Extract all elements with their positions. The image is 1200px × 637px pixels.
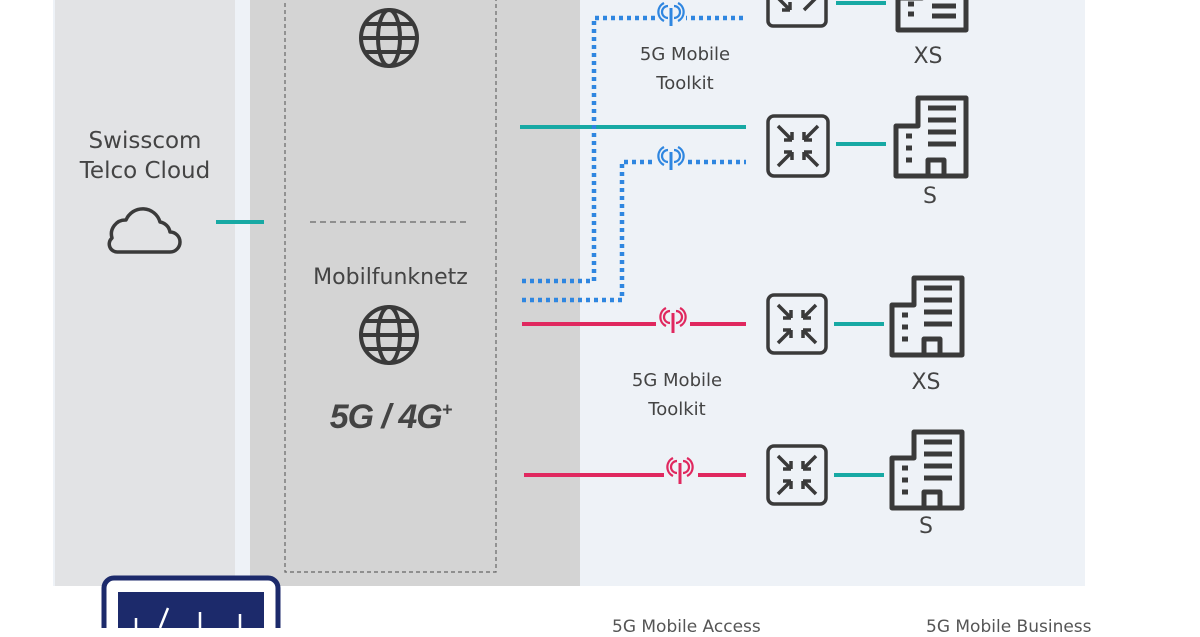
tech-label-suffix: + xyxy=(441,399,452,420)
site-size-label: XS xyxy=(913,44,943,69)
toolkit-label: 5G Mobile Toolkit xyxy=(592,366,762,424)
network-dashed-box xyxy=(284,0,497,573)
router-icon xyxy=(766,293,828,355)
building-icon xyxy=(889,275,965,358)
tech-label: 5G / 4G+ xyxy=(285,398,496,437)
router-icon xyxy=(766,444,828,506)
router-icon xyxy=(766,0,828,28)
network-panel xyxy=(250,0,580,586)
cloud-panel xyxy=(55,0,235,586)
globe-icon xyxy=(359,8,419,68)
toolkit-label-line2: Toolkit xyxy=(656,73,714,94)
cloud-title: Swisscom Telco Cloud xyxy=(55,126,235,186)
antenna-icon xyxy=(656,146,686,170)
building-icon xyxy=(889,429,965,511)
antenna-icon xyxy=(656,307,690,336)
toolkit-label-line1: 5G Mobile xyxy=(639,44,731,65)
antenna-icon xyxy=(664,457,698,486)
toolkit-label: 5G Mobile Toolkit xyxy=(600,40,770,98)
cloud-title-line1: Swisscom xyxy=(88,128,202,154)
site-size-label: S xyxy=(919,514,933,539)
router-icon xyxy=(766,114,830,178)
cloud-icon xyxy=(107,207,182,254)
antenna-icon xyxy=(656,2,686,26)
tech-label-text: 5G / 4G xyxy=(329,398,443,436)
toolkit-label-line2: Toolkit xyxy=(648,399,706,420)
cloud-title-line2: Telco Cloud xyxy=(79,158,211,184)
legend-logo-inner xyxy=(118,592,264,628)
globe-icon xyxy=(359,305,419,365)
site-size-label: XS xyxy=(911,370,941,395)
site-size-label: S xyxy=(923,184,937,209)
legend-item-business: 5G Mobile Business xyxy=(926,617,1092,637)
legend-item-access: 5G Mobile Access xyxy=(612,617,761,637)
building-icon xyxy=(895,0,969,33)
legend-logo-graphic xyxy=(134,607,242,628)
network-label: Mobilfunknetz xyxy=(313,265,468,290)
building-icon xyxy=(893,95,969,179)
toolkit-label-line1: 5G Mobile xyxy=(631,370,723,391)
